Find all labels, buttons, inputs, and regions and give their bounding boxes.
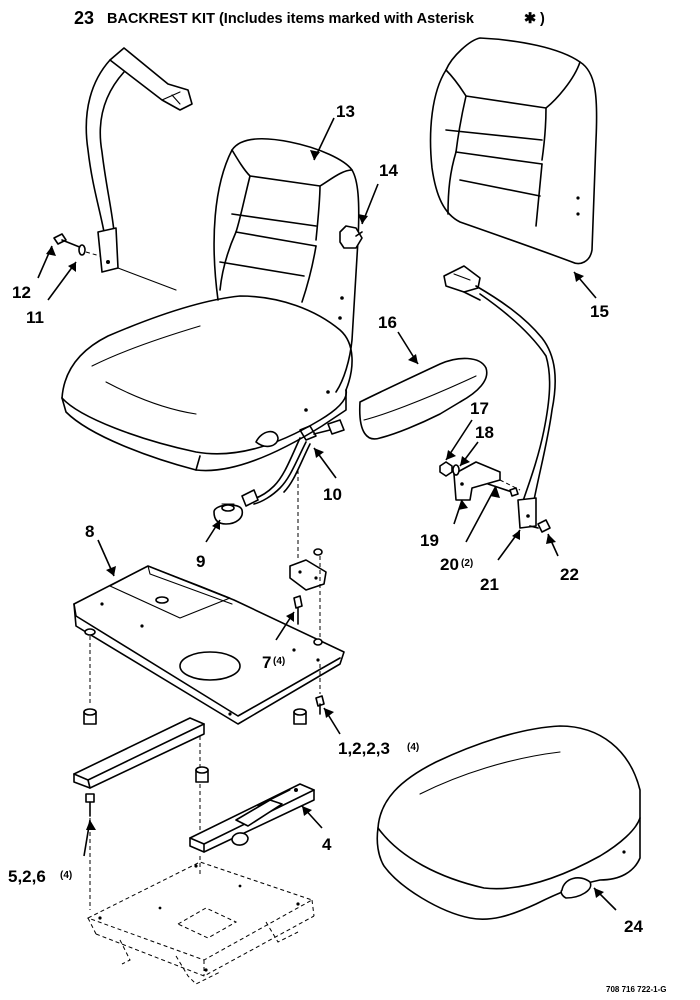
switch-9 [213,503,244,525]
callout-10: 10 [323,485,342,504]
title-close-paren: ) [540,11,545,27]
callout-17: 17 [470,399,489,418]
spacer-right [293,708,307,725]
slide-rail-left [73,717,205,789]
spacer-left [83,708,97,725]
callout-20-qty: (2) [461,558,473,569]
spacer-lower [195,766,209,783]
right-seat-belt [443,265,556,529]
callout-21: 21 [480,575,499,594]
base-frame [86,861,315,985]
callout-22: 22 [560,565,579,584]
title-text: BACKREST KIT (Includes items marked with… [107,11,475,27]
title-number: 23 [74,8,94,28]
diagram-title: 23 BACKREST KIT (Includes items marked w… [74,8,545,28]
asterisk-symbol: ✱ [524,11,537,27]
callout-5-qty: (4) [60,870,72,881]
callout-5: 5,2,6 [8,867,46,886]
callout-9: 9 [196,552,205,571]
bolt-22 [529,519,551,533]
callout-15: 15 [590,302,609,321]
callout-19: 19 [420,531,439,550]
wire-harness-10 [241,419,345,507]
bolt-12 [53,233,83,249]
callout-13: 13 [336,102,355,121]
bolt-20 [487,483,519,497]
bracket-19 [453,461,501,501]
callout-7: 7 [262,653,271,672]
armrest-16 [358,357,488,440]
callout-labels: 12 11 13 14 15 16 17 18 10 19 20 (2) 21 … [8,102,643,936]
backrest-15 [429,37,598,265]
nut-17 [439,461,453,477]
callout-1: 1,2,2,3 [338,739,390,758]
arrowheads [46,150,604,898]
seat-cushion-24 [376,725,641,921]
washer-11 [78,244,86,256]
callout-8: 8 [85,522,94,541]
mounting-plate-8 [73,565,345,725]
callout-16: 16 [378,313,397,332]
callout-18: 18 [475,423,494,442]
drawing-code: 708 716 722-1-G [606,985,667,994]
callout-7-qty: (4) [273,656,285,667]
callout-24: 24 [624,917,643,936]
seat-assembly [61,137,363,472]
bolt-1 [315,695,325,715]
callout-1-qty: (4) [407,742,419,753]
callout-12: 12 [12,283,31,302]
bolt-5 [85,793,95,817]
slide-rail-right [189,783,315,853]
bracket-7 [289,548,327,625]
callout-11: 11 [26,308,44,327]
callout-20: 20 [440,555,459,574]
left-seat-belt [85,47,193,273]
callout-14: 14 [379,161,398,180]
washer-18 [452,464,460,476]
callout-4: 4 [322,835,332,854]
